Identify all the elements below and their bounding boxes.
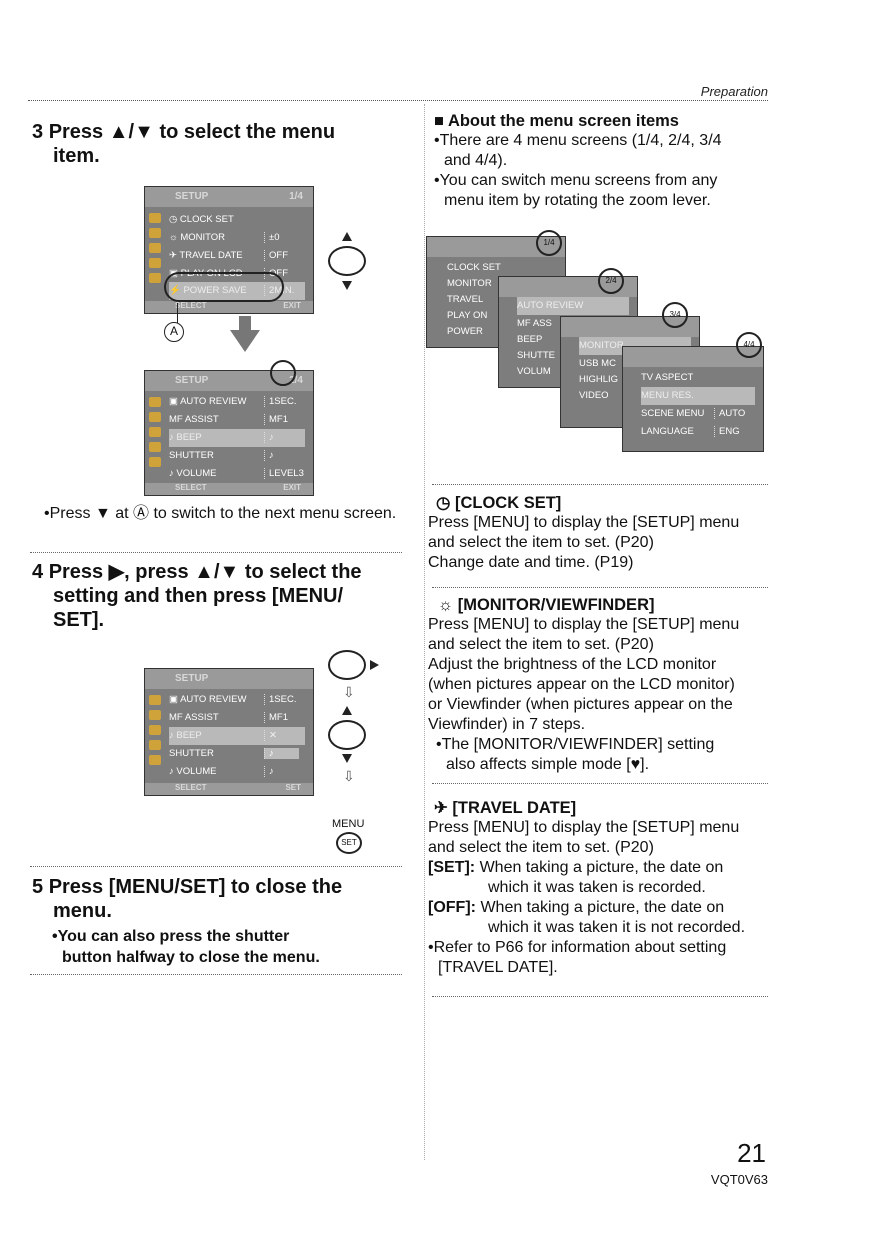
step-3-heading: 3 Press ▲/▼ to select the menu item. (32, 121, 336, 167)
dial-icon (328, 246, 366, 276)
selection-highlight-oval (164, 272, 284, 302)
clock-set-section: ◷ [CLOCK SET] Press [MENU] to display th… (428, 494, 740, 571)
page-indicator-circle (270, 360, 296, 386)
up-arrow-icon (342, 706, 352, 715)
down-arrow-icon (342, 754, 352, 763)
menu-row: ♪ VOLUME♪ (169, 763, 305, 781)
menu-row: SHUTTER♪ (169, 745, 305, 763)
step-5-heading: 5 Press [MENU/SET] to close the menu. (32, 876, 343, 922)
divider (432, 783, 768, 784)
about-section: ■ About the menu screen items •There are… (434, 112, 722, 209)
big-arrow-stem (239, 316, 251, 330)
menu-set-button-icon: SET (336, 832, 362, 854)
top-rule (28, 100, 768, 101)
step-down-arrow-icon: ⇩ (343, 768, 355, 784)
model-code: VQT0V63 (710, 1172, 768, 1187)
marker-a: A (164, 322, 184, 342)
step-3-note: •Press ▼ at Ⓐ to switch to the next menu… (44, 505, 397, 522)
column-separator (424, 104, 425, 1160)
marker-leader (177, 303, 178, 323)
menu-row: ☼ MONITOR±0 (169, 229, 305, 247)
menu-tabs (149, 213, 163, 288)
menu-row: SHUTTER♪ (169, 447, 305, 465)
page-number: 21 (737, 1138, 766, 1168)
down-arrow-icon (342, 281, 352, 290)
right-arrow-icon (370, 660, 379, 670)
page-indicator-circle: 3/4 (662, 302, 688, 328)
section-header: Preparation (700, 84, 768, 99)
up-arrow-icon (342, 232, 352, 241)
monitor-section: ☼ [MONITOR/VIEWFINDER] Press [MENU] to d… (428, 596, 740, 773)
menu-row: ◷ CLOCK SET (169, 214, 234, 225)
menu-tabs (149, 695, 163, 770)
divider (30, 552, 402, 553)
travel-date-section: ✈ [TRAVEL DATE] Press [MENU] to display … (428, 799, 746, 976)
big-down-arrow-icon (230, 330, 260, 352)
divider (432, 996, 768, 997)
menu-row-selected: ♪ BEEP♪ (169, 429, 305, 447)
divider (432, 484, 768, 485)
page-indicator-circle: 4/4 (736, 332, 762, 358)
dial-icon (328, 720, 366, 750)
divider (432, 587, 768, 588)
step-down-arrow-icon: ⇩ (343, 684, 355, 700)
step-4-heading: 4 Press ▶, press ▲/▼ to select the setti… (32, 561, 362, 631)
page-indicator-circle: 2/4 (598, 268, 624, 294)
menu-row-selected: ♪ BEEP✕ (169, 727, 305, 745)
step-5-note: •You can also press the shutter button h… (52, 928, 320, 966)
divider (30, 866, 402, 867)
divider (30, 974, 402, 975)
page-indicator-circle: 1/4 (536, 230, 562, 256)
menu-tabs (149, 397, 163, 472)
menu-label: MENU (332, 818, 365, 830)
dial-icon (328, 650, 366, 680)
